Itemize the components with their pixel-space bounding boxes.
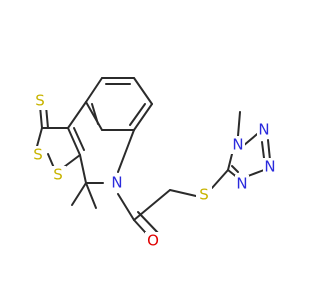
svg-text:S: S: [199, 186, 209, 204]
svg-text:S: S: [33, 146, 43, 164]
structure-canvas: S S S N O S N N: [30, 77, 277, 250]
svg-text:O: O: [147, 232, 159, 250]
ring-nitrogen-atom: N: [109, 174, 125, 192]
tetrazole-nitrogen-4-atom: N: [235, 175, 249, 193]
thione-sulfur-atom: S: [32, 92, 48, 110]
bond-n2-n3-inner: [261, 141, 265, 159]
bond-s2-s3: [47, 153, 55, 169]
carbonyl-oxygen-atom: O: [145, 232, 161, 250]
svg-text:S: S: [53, 166, 63, 184]
bond-carbonyl-o-inner: [137, 211, 160, 235]
dithiole-sulfur-atom-2: S: [50, 166, 66, 184]
thioether-sulfur-atom: S: [196, 186, 212, 204]
tetrazole-nitrogen-2-atom: N: [257, 121, 271, 139]
atom-labels: S S S N O S N N: [30, 92, 277, 250]
bond-benzene-4: [133, 103, 153, 131]
molecule-diagram: S S S N O S N N: [30, 77, 277, 250]
bond-n-c5a: [117, 129, 135, 173]
bond-c9a-c9: [67, 101, 87, 129]
bond-carbonyl-ch2: [133, 189, 171, 221]
bond-benzene-4-inner: [129, 103, 146, 126]
bond-methyl-2: [85, 182, 97, 209]
tetrazole-nitrogen-3-atom: N: [263, 158, 277, 176]
bond-benzene-1: [85, 77, 103, 103]
bond-benzene-6-inner: [91, 103, 99, 125]
bond-n4-c5-inner: [231, 165, 239, 173]
bond-s-tetrazole: [211, 169, 229, 189]
svg-text:N: N: [111, 174, 122, 192]
bonds: [35, 77, 271, 243]
dithiole-sulfur-atom-1: S: [30, 146, 46, 164]
bond-n3-n4: [247, 169, 265, 177]
bond-c9-c3a: [67, 127, 81, 156]
bond-n1-methyl: [237, 111, 241, 137]
bond-n2-n3: [267, 139, 271, 161]
tetrazole-nitrogen-1-atom: N: [231, 136, 245, 154]
svg-text:N: N: [236, 175, 247, 193]
svg-text:S: S: [35, 92, 45, 110]
svg-text:N: N: [232, 136, 243, 154]
bond-c3a-c4: [79, 154, 87, 184]
bond-ch2-s: [169, 189, 197, 197]
bond-benzene-3: [133, 77, 153, 105]
bond-c9-c3a-inner: [73, 127, 85, 151]
svg-text:N: N: [264, 158, 275, 176]
bond-benzene-6: [85, 101, 103, 131]
svg-text:N: N: [258, 121, 269, 139]
bond-n-carbonyl: [117, 193, 135, 221]
bond-methyl-1: [71, 182, 87, 206]
